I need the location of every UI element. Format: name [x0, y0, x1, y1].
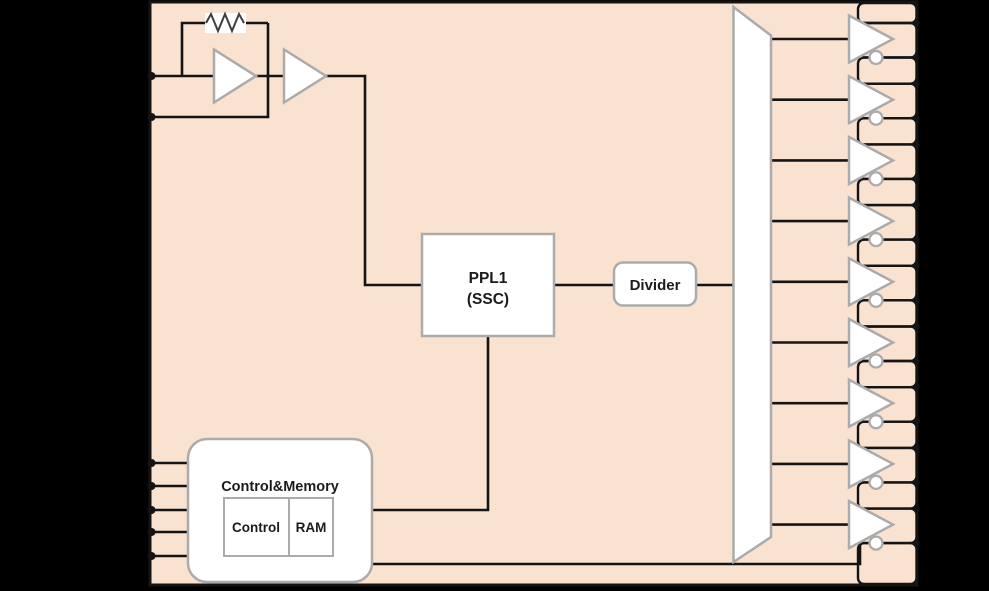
wires — [150, 21, 862, 566]
edge-pin-dot — [913, 201, 920, 209]
left-pin-dot — [147, 459, 156, 467]
resistor-box — [205, 13, 246, 33]
function-blocks — [186, 232, 698, 584]
divider-block — [612, 261, 698, 307]
output-buffers — [847, 13, 896, 551]
inversion-bubble-icon — [868, 110, 884, 126]
bus-trapezoid — [732, 4, 773, 565]
xout-line — [150, 23, 270, 119]
edge-pin-dot — [913, 323, 920, 330]
distribution-bus — [732, 4, 773, 565]
edge-pin-dot — [913, 357, 920, 365]
resistor-icon — [205, 11, 245, 34]
edge-pin-dot — [913, 262, 920, 269]
edge-pin-dot — [913, 141, 920, 148]
output-buffer-icon — [847, 74, 896, 126]
output-buffer-icon — [847, 13, 896, 65]
edge-pin-dot — [913, 418, 920, 425]
edge-pin-dot — [913, 236, 920, 243]
inversion-bubble-icon — [868, 474, 884, 491]
inversion-bubble-icon — [868, 414, 884, 430]
edge-pin-dot — [913, 19, 920, 27]
edge-pin-dot — [913, 297, 920, 304]
labels: PPL1 (SSC) Divider Control&Memory Contro… — [221, 270, 680, 535]
pll-to-control — [371, 335, 490, 512]
edge-pin-dot — [913, 539, 920, 547]
left-pin-dot — [147, 506, 156, 514]
output-buffer-icon — [847, 316, 896, 369]
control-label: Control — [232, 520, 280, 535]
pin-dots — [147, 19, 920, 560]
divider-label: Divider — [630, 277, 681, 294]
edge-pin-dot — [913, 479, 920, 486]
control-ram-box — [223, 497, 334, 557]
feedback-left — [180, 21, 207, 76]
output-buffer-icon — [847, 134, 896, 186]
edge-pin-dot — [913, 175, 920, 183]
inversion-bubble-icon — [868, 231, 884, 248]
crystal-oscillator — [205, 11, 329, 105]
left-pin-dot — [147, 552, 156, 560]
output-buffer-icon — [847, 195, 896, 247]
inversion-bubble-icon — [868, 292, 884, 308]
left-pin-dot — [147, 528, 156, 536]
inversion-bubble-icon — [868, 353, 884, 369]
output-pin-cells — [856, 1, 918, 586]
edge-pin-dot — [913, 115, 920, 122]
output-buffer-icon — [847, 499, 896, 551]
left-pin-dot — [147, 72, 156, 80]
edge-pin-dot — [913, 384, 920, 391]
ram-label: RAM — [296, 520, 327, 535]
output-buffer-icon — [847, 377, 896, 429]
edge-pin-dot — [913, 444, 920, 452]
pll-label-line1: PPL1 — [469, 270, 508, 287]
edge-pin-dot — [913, 54, 920, 61]
output-buffer-icon — [847, 256, 896, 308]
pll-label-line2: (SSC) — [467, 291, 509, 308]
inversion-bubble-icon — [868, 535, 884, 551]
oscillator-amp-icon-1 — [212, 47, 259, 105]
oscillator-amp-icon-2 — [282, 47, 329, 105]
pll-block — [420, 232, 556, 338]
control-to-output-edge — [371, 543, 862, 566]
left-pin-dot — [147, 113, 156, 121]
edge-pin-dot — [913, 80, 920, 87]
control-memory-label: Control&Memory — [221, 479, 339, 495]
inversion-bubble-icon — [868, 49, 884, 66]
inversion-bubble-icon — [868, 171, 884, 187]
output-buffer-icon — [847, 438, 896, 490]
osc-to-pll — [325, 74, 423, 287]
edge-pin-dot — [913, 505, 920, 512]
left-pin-dot — [147, 482, 156, 490]
